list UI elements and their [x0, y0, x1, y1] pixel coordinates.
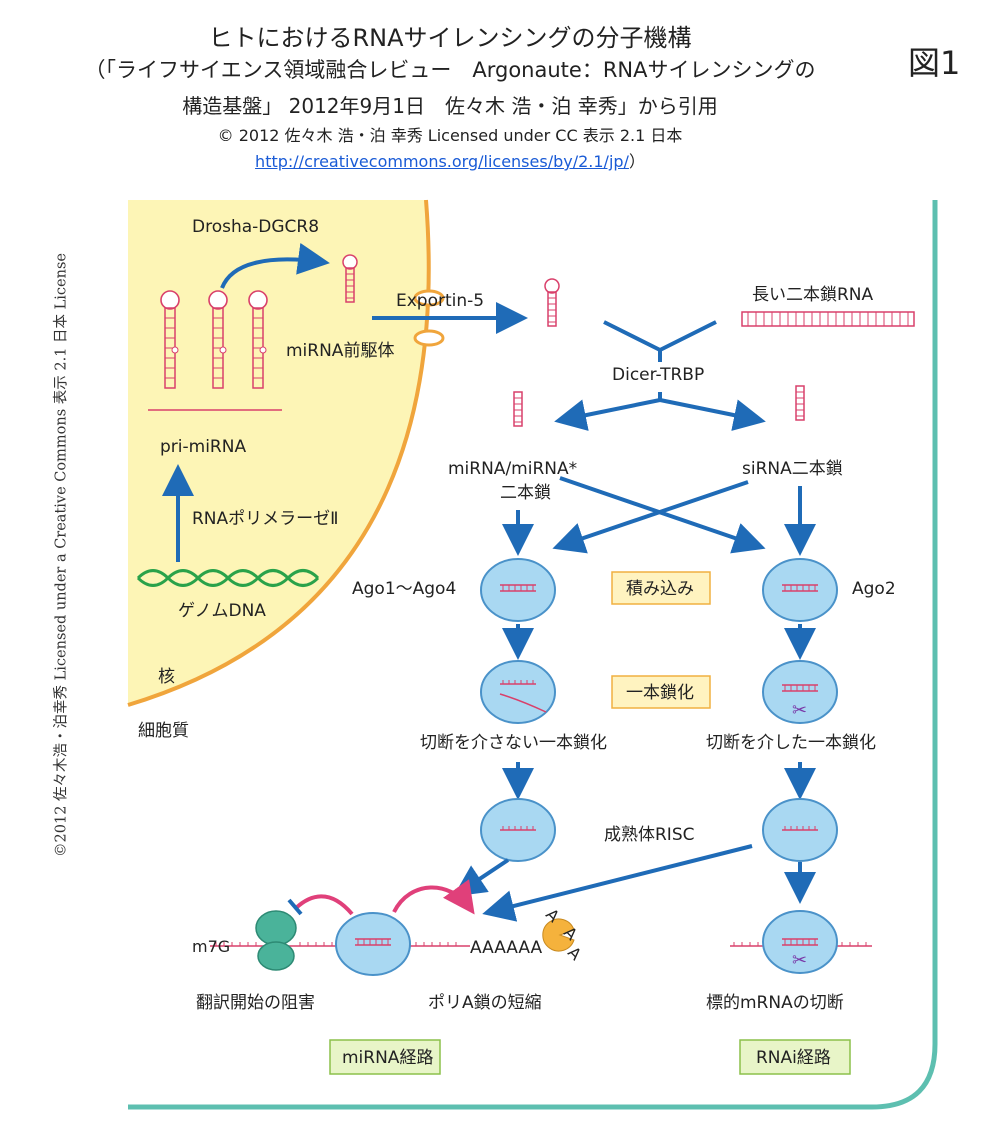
- mirna-to-target-arrow: [453, 858, 510, 897]
- genome-dna-label: ゲノムDNA: [178, 601, 266, 621]
- pri-mirna-hairpins: [148, 290, 282, 411]
- no-cleave-label: 切断を介さない一本鎖化: [420, 733, 607, 753]
- mirna-duplex: [513, 391, 523, 427]
- nuclear-pore-top: [413, 289, 445, 307]
- loading-label: 積み込み: [626, 579, 694, 599]
- polya-tail: AAAAAA: [470, 938, 543, 958]
- mature-risc-label: 成熟体RISC: [604, 824, 695, 845]
- dicer-label: Dicer-TRBP: [612, 365, 704, 385]
- m7g-cap: m7G: [192, 937, 230, 956]
- single-strand-label: 一本鎖化: [626, 683, 694, 703]
- sirna-duplex-label: siRNA二本鎖: [742, 459, 843, 479]
- pri-mirna-label: pri-miRNA: [160, 437, 246, 457]
- cytoplasmic-pre-mirna: [545, 279, 559, 326]
- deadenylation-arc: [392, 879, 475, 915]
- cytoplasm-label: 細胞質: [138, 721, 189, 741]
- dicer-to-mirna-arrow: [554, 398, 661, 431]
- long-dsrna-label: 長い二本鎖RNA: [752, 285, 874, 305]
- mirna-path-box: [329, 1039, 441, 1075]
- figure-number: 図1: [908, 44, 961, 82]
- risc-on-mrna: [335, 912, 411, 976]
- ago2-label: Ago2: [852, 579, 896, 599]
- mirna-path-label: miRNA経路: [342, 1048, 433, 1068]
- citation-line-1: （「ライフサイエンス領域融合レビュー Argonaute：RNAサイレンシングの: [84, 58, 816, 82]
- nuclear-membrane: [127, 199, 431, 707]
- citation-line-2: 構造基盤」 2012年9月1日 佐々木 浩・泊 幸秀」から引用: [182, 94, 718, 118]
- license-close: ）: [628, 152, 645, 171]
- drosha-label: Drosha-DGCR8: [192, 217, 319, 237]
- scissors-icon-1: ✂: [792, 700, 807, 721]
- target-cleave-label: 標的mRNAの切断: [706, 993, 844, 1013]
- mirna-duplex-label: miRNA/miRNA*: [448, 459, 577, 479]
- cell-frame: [128, 200, 938, 1110]
- scissors-icon-2: ✂: [792, 950, 807, 971]
- dna-helix: [136, 569, 320, 587]
- mirna-duplex-label-2: 二本鎖: [500, 483, 551, 503]
- pre-mirna-label: miRNA前駆体: [286, 341, 394, 361]
- cleave-label: 切断を介した一本鎖化: [706, 733, 876, 753]
- dicer-y-shape: [603, 320, 717, 362]
- ago14-unwinding: [480, 660, 556, 724]
- single-strand-box: [611, 675, 711, 709]
- rna-pol2-label: RNAポリメラーゼⅡ: [192, 509, 339, 529]
- exportin-label: Exportin-5: [396, 291, 484, 311]
- license-link[interactable]: http://creativecommons.org/licenses/by/2…: [255, 152, 629, 171]
- nuclear-pore-bottom: [413, 329, 445, 347]
- ago14-loaded: [480, 558, 556, 622]
- long-dsrna: [741, 311, 915, 327]
- inhibition-arc: [294, 894, 354, 916]
- license-url-line: http://creativecommons.org/licenses/by/2…: [0, 148, 900, 172]
- nucleus-label: 核: [158, 667, 175, 687]
- nucleus: [128, 200, 429, 705]
- dicer-to-sirna-arrow: [659, 398, 766, 431]
- deadenylase-icon: [542, 918, 575, 952]
- ago14-label: Ago1～Ago4: [352, 579, 456, 599]
- polya-short-label: ポリA鎖の短縮: [428, 993, 542, 1013]
- ago2-loaded: [762, 558, 838, 622]
- sirna-duplex: [795, 385, 805, 421]
- page-title: ヒトにおけるRNAサイレンシングの分子機構: [208, 24, 692, 52]
- sirna-cross-arrow: [552, 480, 749, 554]
- rnai-path-box: [739, 1039, 851, 1075]
- license-line: © 2012 佐々木 浩・泊 幸秀 Licensed under CC 表示 2…: [217, 126, 683, 145]
- ribosome: [255, 910, 297, 971]
- drosha-arrow: [220, 242, 330, 289]
- sirna-to-target-arrow: [482, 844, 753, 922]
- rnai-path-label: RNAi経路: [756, 1048, 831, 1068]
- loading-box: [611, 571, 711, 605]
- translation-block-label: 翻訳開始の阻害: [196, 993, 315, 1013]
